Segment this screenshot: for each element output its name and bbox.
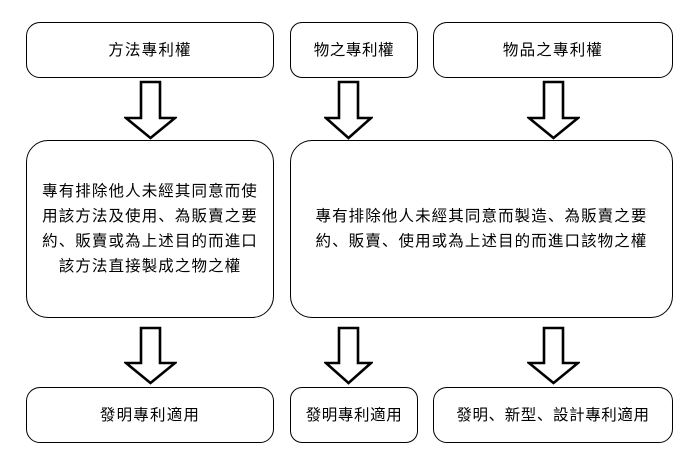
node-article-patent[interactable]: 物品之專利權 (433, 22, 673, 78)
node-method-scope-label: 專有排除他人未經其同意而使用該方法及使用、為販賣之要約、販賣或為上述目的而進口該… (42, 181, 258, 276)
node-applicability-all-article-label: 發明、新型、設計專利適用 (456, 405, 650, 424)
node-applicability-invention-thing[interactable]: 發明專利適用 (290, 387, 418, 443)
node-method-patent-label: 方法專利權 (108, 40, 192, 59)
node-thing-article-scope-label: 專有排除他人未經其同意而製造、為販賣之要約、販賣、使用或為上述目的而進口該物之權 (315, 206, 648, 250)
arrow-down-article-scope-to-applicability (527, 326, 580, 385)
arrow-down-article-to-scope (527, 80, 580, 140)
arrow-down-thing-scope-to-applicability (324, 326, 373, 385)
node-applicability-invention-thing-label: 發明專利適用 (305, 405, 403, 424)
node-method-scope[interactable]: 專有排除他人未經其同意而使用該方法及使用、為販賣之要約、販賣或為上述目的而進口該… (26, 140, 274, 318)
node-applicability-all-article[interactable]: 發明、新型、設計專利適用 (433, 387, 673, 443)
node-thing-patent-label: 物之專利權 (313, 40, 395, 59)
node-method-patent[interactable]: 方法專利權 (26, 22, 274, 78)
node-thing-article-scope[interactable]: 專有排除他人未經其同意而製造、為販賣之要約、販賣、使用或為上述目的而進口該物之權 (290, 140, 673, 318)
node-applicability-invention-method[interactable]: 發明專利適用 (26, 387, 274, 443)
node-applicability-invention-method-label: 發明專利適用 (99, 405, 201, 424)
arrow-down-method-scope-to-applicability (124, 326, 177, 385)
node-article-patent-label: 物品之專利權 (502, 40, 604, 59)
arrow-down-thing-to-scope (324, 80, 373, 140)
node-thing-patent[interactable]: 物之專利權 (290, 22, 418, 78)
arrow-down-method-to-scope (124, 80, 177, 140)
